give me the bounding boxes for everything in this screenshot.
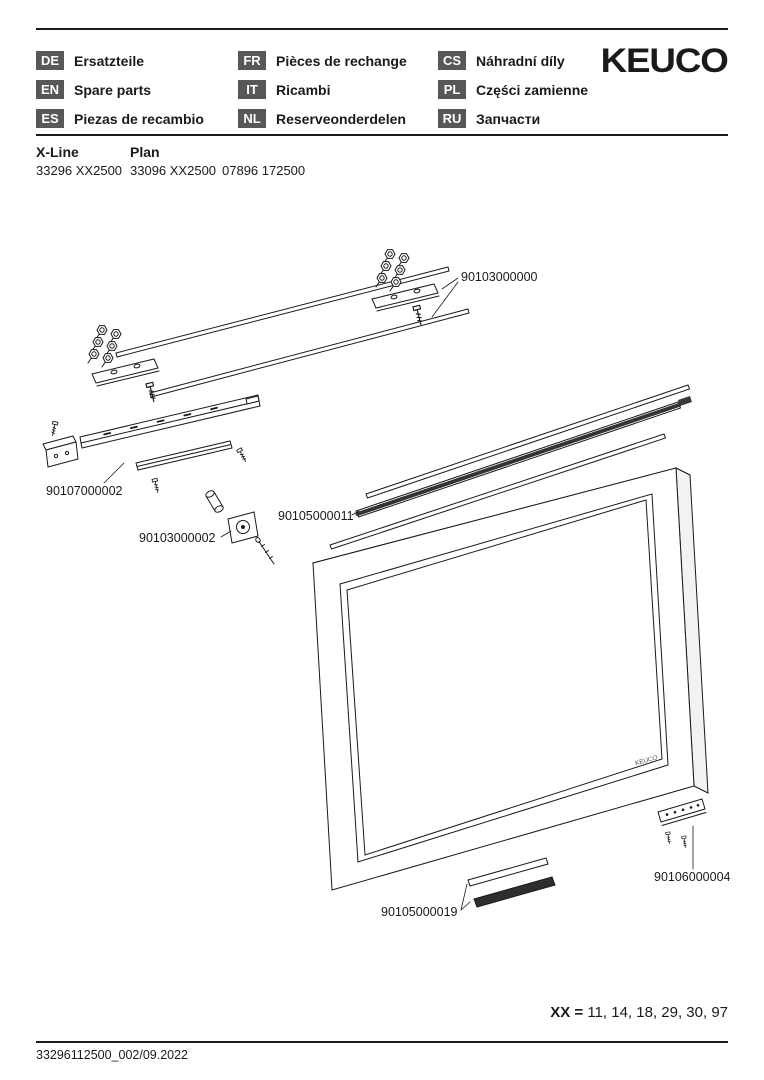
language-legend: DE Ersatzteile EN Spare parts ES Piezas … (36, 46, 618, 133)
language-label: Spare parts (74, 81, 152, 98)
screw-set-left (87, 325, 160, 404)
product-column: Plan 33096 XX2500 (130, 144, 222, 178)
leader-lines (103, 277, 694, 911)
language-item-it: IT Ricambi (238, 80, 438, 99)
language-code-badge: NL (238, 109, 266, 128)
language-item-cs: CS Náhradní díly (438, 51, 618, 70)
hanging-rail-assembly (42, 394, 261, 494)
language-item-en: EN Spare parts (36, 80, 238, 99)
part-number-90105000011: 90105000011 (278, 509, 354, 523)
bottom-bracket (657, 798, 707, 849)
language-label: Pièces de rechange (276, 52, 407, 69)
document-id: 33296112500_002/09.2022 (36, 1048, 189, 1062)
language-item-es: ES Piezas de recambio (36, 109, 238, 128)
language-code-badge: ES (36, 109, 64, 128)
language-label: Запчасти (476, 110, 541, 127)
language-label: Ersatzteile (74, 52, 145, 69)
footer-rule (36, 1041, 728, 1043)
language-code-badge: EN (36, 80, 64, 99)
language-label: Części zamienne (476, 81, 589, 98)
led-strip (355, 396, 692, 518)
wall-rail-lower (149, 308, 470, 398)
part-labels: 90103000000 90107000002 90103000002 9010… (46, 270, 731, 919)
top-rule (36, 28, 728, 30)
series-name: Plan (130, 144, 160, 160)
language-label: Náhradní díly (476, 52, 565, 69)
screw-set-right (371, 249, 440, 327)
finish-code-note: XX = 11, 14, 18, 29, 30, 97 (550, 1004, 728, 1021)
keuco-logo: KEUCO (600, 42, 729, 80)
language-item-nl: NL Reserveonderdelen (238, 109, 438, 128)
language-code-badge: RU (438, 109, 466, 128)
language-item-ru: RU Запчасти (438, 109, 618, 128)
product-info: X-Line 33296 XX2500 Plan 33096 XX2500 07… (36, 144, 305, 178)
language-code-badge: DE (36, 51, 64, 70)
xx-label: XX = (550, 1004, 584, 1021)
language-code-badge: IT (238, 80, 266, 99)
language-item-pl: PL Części zamienne (438, 80, 618, 99)
language-item-fr: FR Pièces de rechange (238, 51, 438, 70)
part-number-90107000002: 90107000002 (46, 484, 123, 498)
part-number-90105000019: 90105000019 (381, 905, 458, 919)
part-number-90106000004: 90106000004 (654, 870, 731, 884)
series-code: 33096 XX2500 (130, 163, 217, 178)
language-label: Piezas de recambio (74, 110, 204, 127)
part-number-90103000000: 90103000000 (461, 270, 538, 284)
header-divider (36, 134, 728, 136)
language-item-de: DE Ersatzteile (36, 51, 238, 70)
fixing-parts (205, 490, 275, 565)
product-column: 07896 172500 (222, 144, 305, 178)
series-name: X-Line (36, 144, 79, 160)
xx-values: 11, 14, 18, 29, 30, 97 (587, 1004, 728, 1021)
product-column: X-Line 33296 XX2500 (36, 144, 130, 178)
part-number-90103000002: 90103000002 (139, 531, 216, 545)
mirror-cabinet: KEUCO (311, 467, 709, 891)
language-code-badge: PL (438, 80, 466, 99)
language-code-badge: CS (438, 51, 466, 70)
language-code-badge: FR (238, 51, 266, 70)
bottom-trim-strips (467, 857, 556, 908)
light-guide-strip (365, 384, 691, 499)
language-label: Reserveonderdelen (276, 110, 406, 127)
series-code: 07896 172500 (222, 163, 306, 178)
cover-strip (329, 433, 667, 550)
language-label: Ricambi (276, 81, 331, 98)
series-code: 33296 XX2500 (36, 163, 123, 178)
